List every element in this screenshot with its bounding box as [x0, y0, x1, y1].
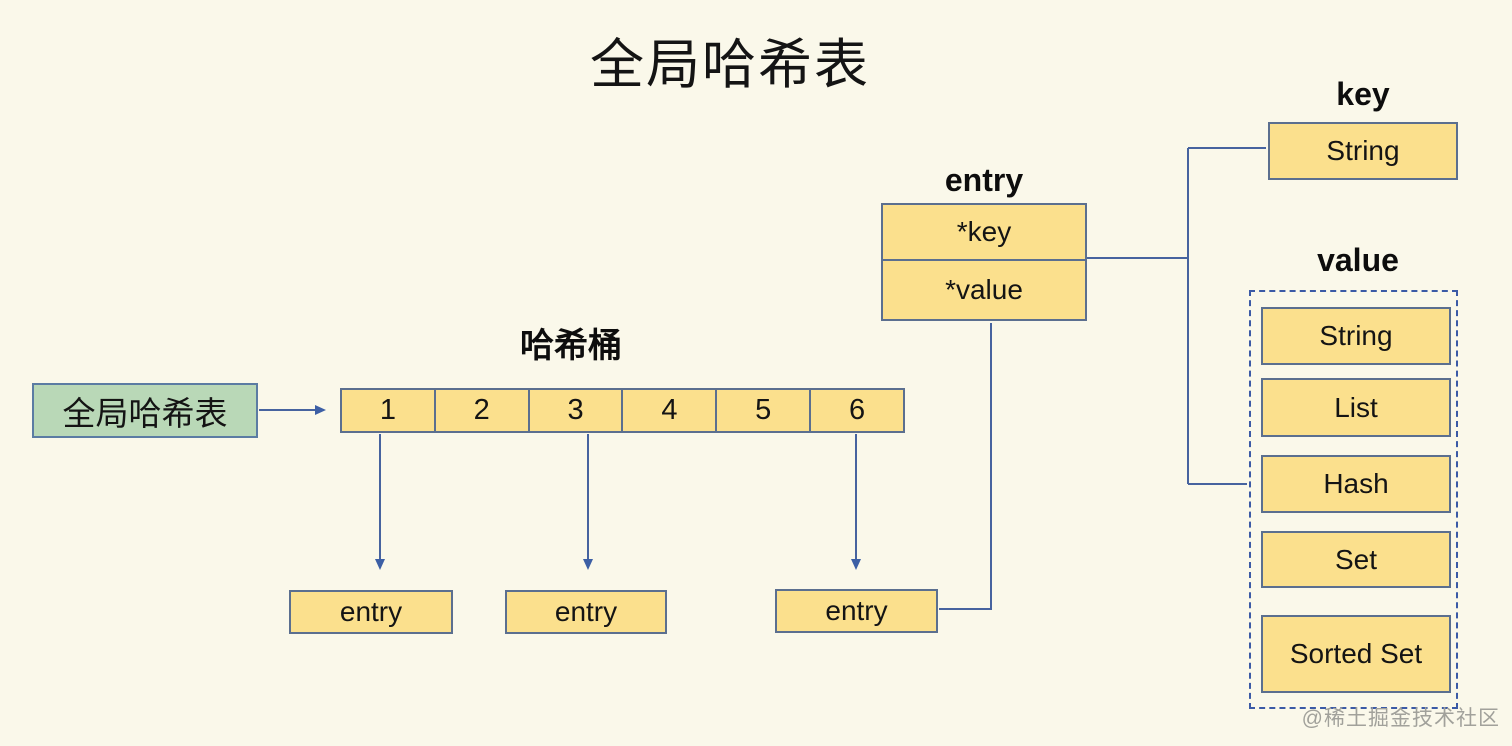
value-types-container: String List Hash Set Sorted Set — [1249, 290, 1458, 709]
entry-struct-label: entry — [944, 162, 1024, 198]
value-type-list: List — [1261, 378, 1451, 437]
global-hash-table-box: 全局哈希表 — [32, 383, 258, 438]
entry-field-key: *key — [881, 203, 1087, 261]
entry-box-3: entry — [775, 589, 938, 633]
watermark: @稀土掘金技术社区 — [1301, 707, 1500, 730]
key-type-string: String — [1268, 122, 1458, 180]
hash-bucket-label: 哈希桶 — [520, 327, 622, 365]
bucket-cell-1: 1 — [340, 388, 435, 433]
bucket-cell-2: 2 — [434, 388, 529, 433]
value-type-hash: Hash — [1261, 455, 1451, 513]
value-type-sorted-set: Sorted Set — [1261, 615, 1451, 693]
diagram-title: 全局哈希表 — [590, 35, 870, 95]
hash-bucket-array: 1 2 3 4 5 6 — [340, 388, 905, 433]
entry-box-2: entry — [505, 590, 667, 634]
entry-box-1: entry — [289, 590, 453, 634]
bucket-cell-3: 3 — [528, 388, 623, 433]
connector-entry-to-key-and-value — [1087, 147, 1266, 485]
entry-field-value: *value — [881, 259, 1087, 321]
bucket-cell-5: 5 — [716, 388, 811, 433]
bucket-cell-6: 6 — [810, 388, 905, 433]
key-section-label: key — [1336, 76, 1390, 112]
value-type-string: String — [1261, 307, 1451, 365]
connector-entry3-to-value-field — [939, 323, 992, 610]
value-type-set: Set — [1261, 531, 1451, 588]
value-section-label: value — [1317, 242, 1399, 278]
bucket-cell-4: 4 — [622, 388, 717, 433]
